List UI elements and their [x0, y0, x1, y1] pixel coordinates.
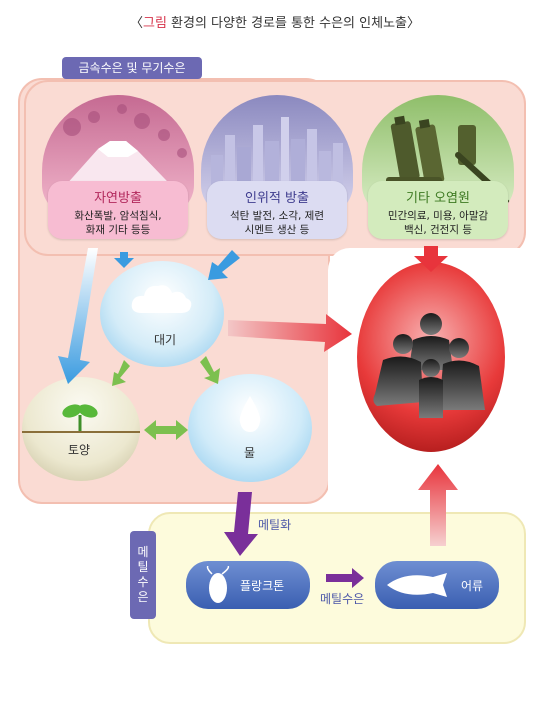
arrow-anthropogenic-to-air [208, 250, 240, 280]
source-title: 자연방출 [94, 191, 142, 206]
arrow-air-to-soil [112, 360, 130, 386]
fish-node: 어류 [375, 561, 499, 609]
air-label: 대기 [154, 333, 177, 347]
source-title: 기타 오염원 [406, 191, 470, 206]
arrow-natural-to-soil [58, 248, 98, 384]
soil-label: 토양 [68, 443, 91, 457]
methylmercury-tag: 메 틸 수 은 [130, 531, 156, 619]
air-node: 대기 [100, 261, 224, 367]
source-natural-emission: 자연방출 화산폭발, 암석침식, 화재 기타 등등 [42, 95, 194, 245]
source-desc: 시멘트 생산 등 [244, 224, 310, 236]
fish-icon [387, 573, 447, 597]
source-desc: 석탄 발전, 소각, 제련 [230, 210, 324, 222]
fish-label: 어류 [461, 579, 484, 593]
family-silhouette-icon [373, 313, 485, 418]
plankton-node: 플랑크톤 [186, 561, 310, 609]
source-natural-label: 자연방출 화산폭발, 암석침식, 화재 기타 등등 [48, 181, 188, 239]
methylmercury-tag-char: 틸 [137, 560, 149, 574]
methylmercury-tag-char: 메 [137, 545, 149, 559]
ground-line [22, 431, 140, 433]
title-text: 환경의 다양한 경로를 통한 수은의 인체노출 [171, 16, 407, 31]
source-anthropogenic-label: 인위적 방출 석탄 발전, 소각, 제련 시멘트 생산 등 [207, 181, 347, 239]
soil-node: 토양 [22, 377, 140, 481]
arrow-fish-to-human [418, 464, 458, 546]
arrow-water-to-plankton [224, 492, 258, 556]
source-desc: 화재 기타 등등 [85, 224, 151, 236]
source-title: 인위적 방출 [245, 191, 309, 206]
water-node: 물 [188, 374, 312, 482]
plankton-label: 플랑크톤 [240, 579, 285, 593]
methylmercury-tag-char: 수 [137, 575, 149, 589]
inorganic-mercury-tag: 금속수은 및 무기수은 [62, 57, 202, 79]
arrow-air-to-water [200, 356, 220, 384]
title-bracket-close: 〉 [407, 16, 421, 31]
arrow-natural-to-air [114, 252, 134, 268]
water-label: 물 [244, 446, 256, 460]
arrow-soil-water [144, 420, 188, 440]
figure-title: 〈그림 환경의 다양한 경로를 통한 수은의 인체노출〉 [0, 12, 550, 31]
human-node [357, 262, 505, 452]
title-accent: 그림 [142, 16, 167, 31]
source-desc: 화산폭발, 암석침식, [74, 210, 162, 222]
methylmercury-edge-label: 메틸수은 [320, 592, 365, 606]
plankton-icon [206, 566, 230, 603]
cloud-icon [131, 285, 192, 313]
arrow-air-to-human [228, 314, 352, 352]
sprout-icon [62, 404, 98, 431]
water-drop-icon [239, 396, 261, 432]
source-anthropogenic-emission: 인위적 방출 석탄 발전, 소각, 제련 시멘트 생산 등 [201, 95, 353, 245]
arrow-plankton-to-fish [326, 568, 364, 588]
methylmercury-tag-char: 은 [137, 590, 149, 604]
source-other-label: 기타 오염원 민간의료, 미용, 아말감 백신, 건전지 등 [368, 181, 508, 239]
source-other-pollutants: 기타 오염원 민간의료, 미용, 아말감 백신, 건전지 등 [362, 95, 514, 245]
methylation-label: 메틸화 [258, 518, 292, 532]
arrow-other-to-human [414, 246, 448, 272]
source-desc: 민간의료, 미용, 아말감 [387, 210, 489, 222]
source-desc: 백신, 건전지 등 [404, 224, 472, 236]
title-bracket-open: 〈 [129, 16, 143, 31]
